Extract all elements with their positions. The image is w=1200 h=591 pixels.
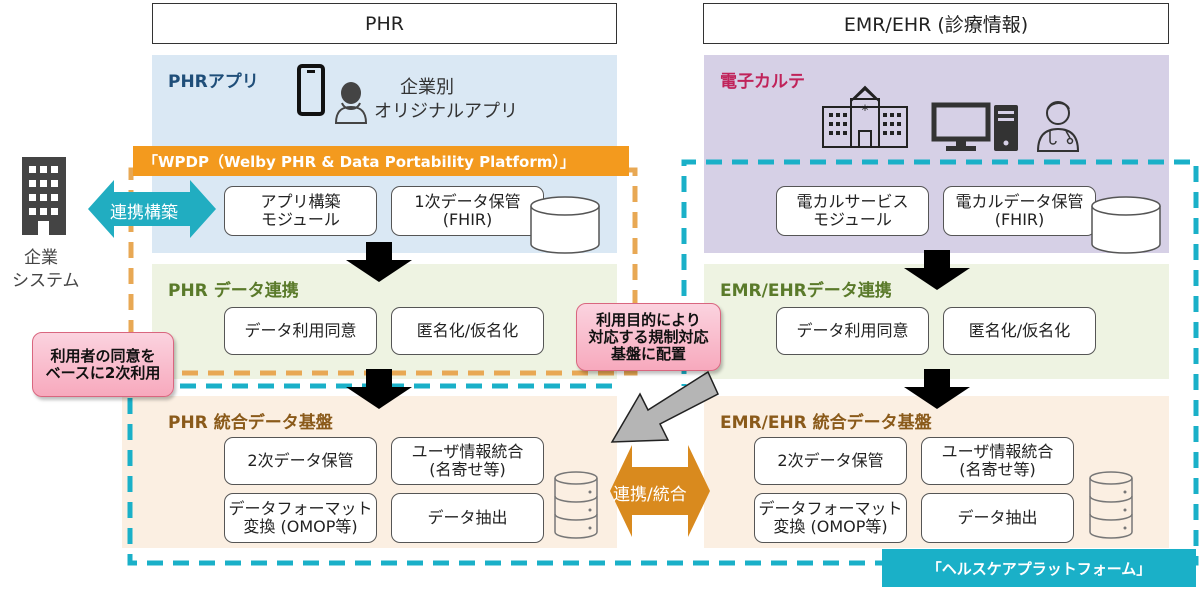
computer-icon	[931, 102, 1024, 153]
emr-format-module: データフォーマット変換 (OMOP等)	[754, 493, 907, 543]
phr-extract-module: データ抽出	[391, 493, 544, 543]
emr-format-line1: データフォーマット	[758, 499, 903, 518]
emr-consent-label: データ利用同意	[796, 321, 909, 340]
enterprise-link-label: 連携構築	[110, 203, 178, 223]
healthcare-platform-label: 「ヘルスケアプラットフォーム」	[926, 559, 1152, 578]
phr-column-title: PHR	[365, 12, 404, 35]
down-arrow-phr-2	[346, 369, 412, 409]
emr-server-database-icon	[1089, 471, 1133, 539]
emr-secondary-storage-label: 2次データ保管	[777, 451, 884, 470]
phr-user-merge-line2: (名寄せ等)	[429, 460, 506, 479]
emr-secondary-storage-module: 2次データ保管	[754, 437, 907, 485]
phr-user-merge-module: ユーザ情報統合(名寄せ等)	[391, 437, 544, 485]
phr-server-database-icon	[554, 471, 598, 539]
regulation-callout-line2: 対応する規制対応	[588, 327, 709, 346]
enterprise-link-arrow	[88, 180, 216, 238]
smartphone-icon	[297, 64, 325, 116]
ekarte-storage-module: 電カルデータ保管(FHIR)	[943, 186, 1096, 236]
consent-callout-line2: ベースに2次利用	[45, 363, 161, 382]
enterprise-label-line1: 企業	[24, 248, 58, 268]
emr-anonymize-label: 匿名化/仮名化	[968, 321, 1071, 340]
consent-callout: 利用者の同意を ベースに2次利用	[32, 332, 174, 397]
phr-format-module: データフォーマット変換 (OMOP等)	[224, 493, 377, 543]
emr-format-line2: 変換 (OMOP等)	[773, 517, 888, 536]
ekarte-service-line2: モジュール	[813, 210, 892, 229]
phr-user-merge-line1: ユーザ情報統合	[411, 442, 524, 461]
svg-text:*: *	[862, 103, 869, 119]
phr-integrated-title: PHR 統合データ基盤	[168, 413, 333, 433]
down-arrow-emr-1	[904, 250, 970, 290]
placement-arrow	[610, 370, 719, 443]
regulation-callout-line1: 利用目的により	[596, 310, 701, 329]
phr-format-line2: 変換 (OMOP等)	[243, 517, 358, 536]
enterprise-label-line2: システム	[12, 271, 80, 291]
app-build-line1: アプリ構築	[260, 192, 341, 211]
phr-format-line1: データフォーマット	[228, 499, 373, 518]
emr-user-merge-line1: ユーザ情報統合	[941, 442, 1054, 461]
phr-secondary-storage-label: 2次データ保管	[247, 451, 354, 470]
phr-column-header: PHR	[152, 3, 617, 44]
phr-data-link-title: PHR データ連携	[168, 281, 299, 301]
phr-app-caption-line2: オリジナルアプリ	[374, 101, 518, 122]
bridge-label: 連携/統合	[613, 485, 687, 505]
emr-column-header: EMR/EHR (診療情報)	[703, 3, 1169, 44]
emr-anonymize-module: 匿名化/仮名化	[943, 307, 1096, 355]
regulation-callout-line3: 基盤に配置	[610, 344, 686, 363]
phr-anonymize-label: 匿名化/仮名化	[416, 321, 519, 340]
emr-user-merge-module: ユーザ情報統合(名寄せ等)	[921, 437, 1074, 485]
phr-consent-label: データ利用同意	[244, 321, 357, 340]
app-build-line2: モジュール	[261, 210, 340, 229]
emr-extract-label: データ抽出	[957, 508, 1038, 527]
ekarte-database-icon	[1091, 196, 1161, 254]
ekarte-service-line1: 電カルサービス	[796, 192, 909, 211]
ekarte-storage-line1: 電カルデータ保管	[955, 192, 1084, 211]
building-icon	[22, 157, 66, 235]
emr-user-merge-line2: (名寄せ等)	[959, 460, 1036, 479]
phr-extract-label: データ抽出	[427, 508, 508, 527]
phr-app-title: PHRアプリ	[168, 72, 259, 92]
ekarte-service-module: 電カルサービスモジュール	[776, 186, 929, 236]
wpdp-banner-label: 「WPDP（Welby PHR & Data Portability Platf…	[143, 152, 575, 171]
phr-consent-module: データ利用同意	[224, 307, 377, 355]
ekarte-storage-line2: (FHIR)	[994, 210, 1045, 229]
hospital-icon: *	[821, 79, 909, 149]
doctor-icon	[1036, 97, 1084, 153]
down-arrow-phr-1	[346, 242, 412, 282]
emr-consent-module: データ利用同意	[776, 307, 929, 355]
phr-secondary-storage-module: 2次データ保管	[224, 437, 377, 485]
primary-storage-module: 1次データ保管(FHIR)	[391, 186, 544, 236]
app-build-module: アプリ構築モジュール	[224, 186, 377, 236]
down-arrow-emr-2	[904, 369, 970, 409]
primary-storage-line2: (FHIR)	[442, 210, 493, 229]
primary-storage-line1: 1次データ保管	[414, 192, 521, 211]
emr-extract-module: データ抽出	[921, 493, 1074, 543]
emr-data-link-title: EMR/EHRデータ連携	[720, 281, 892, 301]
phr-app-caption-line1: 企業別	[400, 77, 454, 98]
healthcare-platform-banner: 「ヘルスケアプラットフォーム」	[882, 549, 1196, 587]
phr-primary-database-icon	[530, 196, 600, 254]
phr-anonymize-module: 匿名化/仮名化	[391, 307, 544, 355]
bridge-arrow	[610, 445, 710, 537]
wpdp-banner: 「WPDP（Welby PHR & Data Portability Platf…	[133, 146, 629, 176]
regulation-callout: 利用目的により 対応する規制対応 基盤に配置	[576, 303, 721, 371]
ekarte-title: 電子カルテ	[720, 72, 805, 92]
consent-callout-line1: 利用者の同意を	[50, 346, 156, 365]
emr-column-title: EMR/EHR (診療情報)	[843, 14, 1029, 36]
emr-integrated-title: EMR/EHR 統合データ基盤	[720, 413, 932, 433]
user-icon	[332, 77, 372, 127]
